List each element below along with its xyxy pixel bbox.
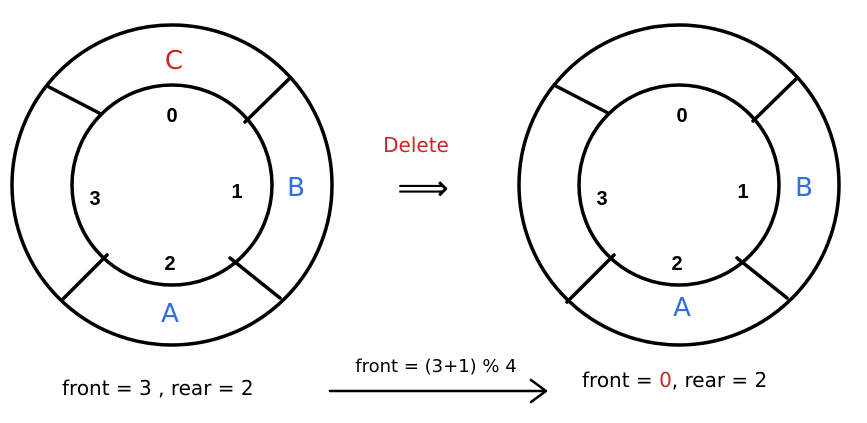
divider <box>47 85 103 116</box>
index-2: 2 <box>671 253 682 275</box>
front-update: front = (3+1) % 4 <box>328 356 548 404</box>
divider <box>751 77 798 123</box>
inner-circle <box>70 83 274 287</box>
arrow-head-icon <box>529 378 548 404</box>
divider <box>735 256 789 300</box>
state-before: front = 3 , rear = 2 <box>62 376 254 400</box>
divider <box>243 77 291 124</box>
formula-label: front = (3+1) % 4 <box>355 356 516 377</box>
delete-operation: Delete ⟹ <box>383 133 449 209</box>
slot-2-value: A <box>161 299 179 329</box>
outer-circle <box>517 23 841 347</box>
divider <box>60 253 109 302</box>
slot-2-value: A <box>673 293 691 323</box>
outer-circle <box>10 23 334 347</box>
index-1: 1 <box>737 181 748 203</box>
index-3: 3 <box>89 188 100 210</box>
queue-ring-before: 0 1 2 3 C B A <box>10 23 334 347</box>
front-prefix: front = <box>582 368 659 392</box>
front-value: 0 <box>659 368 672 392</box>
slot-1-value: B <box>795 173 813 203</box>
inner-circle <box>577 83 781 287</box>
index-0: 0 <box>166 105 177 127</box>
slot-0-value: C <box>165 46 183 76</box>
index-1: 1 <box>231 181 242 203</box>
slot-1-value: B <box>287 173 305 203</box>
state-after: front = 0, rear = 2 <box>582 368 767 392</box>
index-0: 0 <box>676 105 687 127</box>
divider <box>228 256 282 300</box>
queue-ring-after: 0 1 2 3 B A <box>517 23 841 347</box>
delete-label: Delete <box>383 133 449 157</box>
implies-arrow-icon: ⟹ <box>397 168 449 209</box>
divider <box>565 253 616 304</box>
index-2: 2 <box>164 253 175 275</box>
divider <box>552 83 610 115</box>
state-after-rest: , rear = 2 <box>672 368 767 392</box>
index-3: 3 <box>596 188 607 210</box>
